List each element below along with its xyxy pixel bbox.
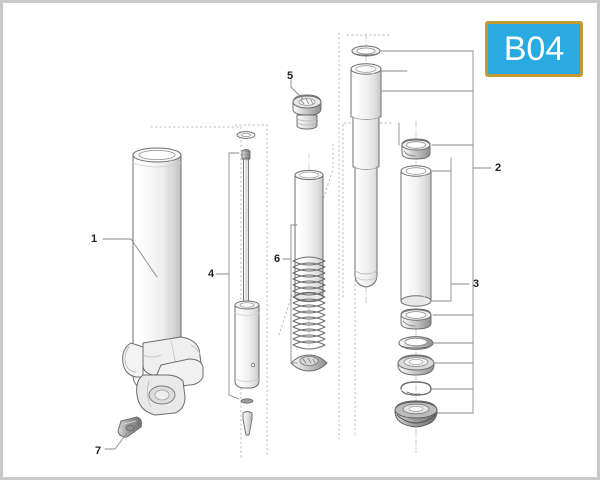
part-inner-fork-tube <box>350 63 382 288</box>
leader-line-6 <box>282 224 298 364</box>
callout-1[interactable]: 1 <box>91 233 98 245</box>
diagram-code-label: B04 <box>503 30 565 68</box>
part-dust-seal <box>394 400 438 428</box>
part-outer-fork-leg <box>122 147 204 416</box>
part-fork-cap-bolt <box>292 94 322 130</box>
part-washer <box>398 336 434 350</box>
callout-7[interactable]: 7 <box>95 445 102 457</box>
part-slider-tube <box>400 165 432 307</box>
leader-line-4 <box>215 152 240 400</box>
callout-3[interactable]: 3 <box>473 278 480 290</box>
part-slider-bushing <box>401 138 431 160</box>
leader-line-1 <box>102 238 158 278</box>
callout-5[interactable]: 5 <box>287 70 294 82</box>
leader-bracket-inner-tube <box>380 70 408 146</box>
group-boundary-slider <box>346 34 392 436</box>
part-guide-bracket <box>117 416 142 438</box>
group-boundary-seal <box>342 122 392 298</box>
leader-bracket-3 <box>430 157 470 302</box>
callout-2[interactable]: 2 <box>495 162 502 174</box>
leader-line-5 <box>290 78 304 100</box>
leader-line-7 <box>104 432 128 450</box>
part-damper-rod-assembly <box>234 131 260 436</box>
part-spring-seat <box>290 354 328 372</box>
axle-clamp-assembly <box>122 336 204 416</box>
part-oil-seal <box>397 354 435 376</box>
callout-4[interactable]: 4 <box>208 268 215 280</box>
part-guide-bushing <box>400 308 432 330</box>
callout-6[interactable]: 6 <box>274 253 281 265</box>
exploded-view-drawing <box>102 32 492 459</box>
part-oring-top <box>351 45 381 57</box>
leader-bracket-2 <box>380 50 492 414</box>
part-fork-spring <box>292 256 326 350</box>
diagram-code-badge: B04 <box>485 21 583 77</box>
group-boundary-damper <box>234 124 268 456</box>
